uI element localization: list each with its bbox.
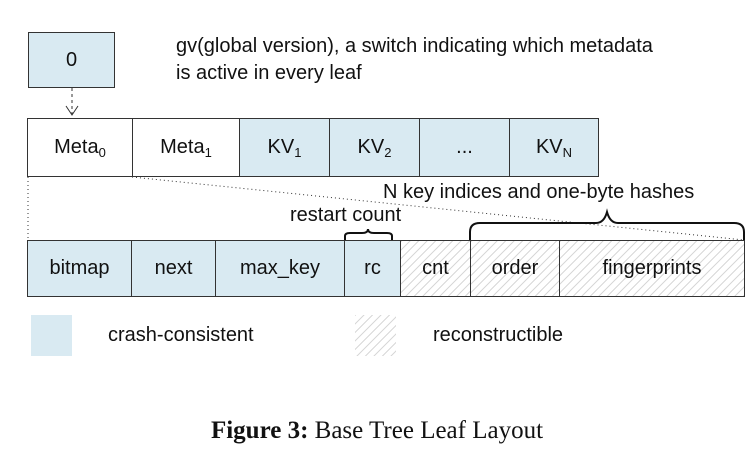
legend-label-crash-consistent: crash-consistent <box>108 324 254 346</box>
legend-swatch-crash-consistent <box>31 315 72 356</box>
order-label: order <box>491 257 539 279</box>
figure-title: Base Tree Leaf Layout <box>314 417 544 444</box>
bitmap-label: bitmap <box>49 257 110 279</box>
cnt-label: cnt <box>422 257 449 279</box>
figure-label: Figure 3: <box>210 417 309 444</box>
bitmap-cell: bitmap <box>27 240 132 297</box>
kv1-cell: KV1 <box>239 118 330 177</box>
kv2-label: KV2 <box>357 135 392 160</box>
hashes-brace <box>469 208 745 240</box>
ellipsis-label: ... <box>456 136 473 158</box>
rc-label: rc <box>364 257 381 279</box>
kvn-label: KVN <box>535 135 573 160</box>
meta1-cell: Meta1 <box>132 118 240 177</box>
figure-caption: Figure 3: Base Tree Leaf Layout <box>0 417 754 445</box>
kv1-label: KV1 <box>267 135 302 160</box>
kvn-cell: KVN <box>509 118 599 177</box>
restart-annotation: restart count <box>290 204 402 226</box>
max-key-cell: max_key <box>215 240 345 297</box>
next-label: next <box>154 257 193 279</box>
legend-swatch-reconstructible <box>355 315 396 356</box>
meta0-cell: Meta0 <box>27 118 133 177</box>
ellipsis-cell: ... <box>419 118 510 177</box>
fingerprints-label: fingerprints <box>602 257 702 279</box>
gv-note-line2: is active in every leaf <box>176 62 362 84</box>
cnt-cell: cnt <box>400 240 471 297</box>
hashes-annotation: N key indices and one-byte hashes <box>383 181 695 203</box>
rc-cell: rc <box>344 240 401 297</box>
next-cell: next <box>131 240 216 297</box>
gv-box: 0 <box>28 32 115 88</box>
kv2-cell: KV2 <box>329 118 420 177</box>
gv-value: 0 <box>65 48 78 71</box>
rc-brace <box>344 228 393 240</box>
expand-line-right <box>131 176 745 241</box>
fingerprints-cell: fingerprints <box>559 240 745 297</box>
gv-arrow-head <box>65 105 79 116</box>
gv-note-line1: gv(global version), a switch indicating … <box>176 35 653 57</box>
meta0-label: Meta0 <box>54 135 106 160</box>
max-key-label: max_key <box>239 257 321 279</box>
meta1-label: Meta1 <box>160 135 212 160</box>
order-cell: order <box>470 240 560 297</box>
legend-label-reconstructible: reconstructible <box>433 324 564 346</box>
